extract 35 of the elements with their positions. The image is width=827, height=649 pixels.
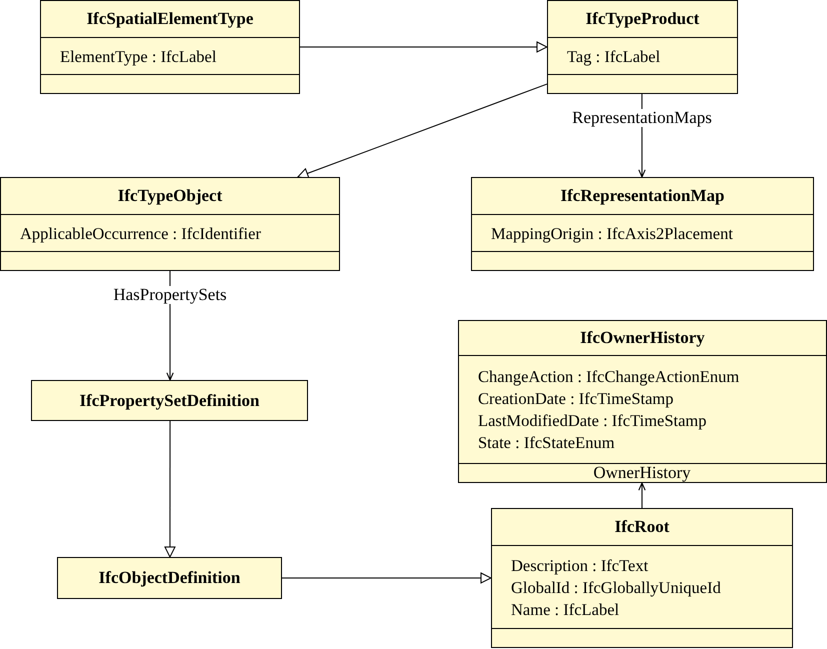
attribute-text: CreationDate : IfcTimeStamp (478, 388, 675, 409)
attribute-text: Name : IfcLabel (511, 598, 620, 620)
attribute-text: ApplicableOccurrence : IfcIdentifier (20, 222, 262, 244)
class-box (0, 177, 340, 271)
arrow (164, 420, 176, 558)
class-box (458, 320, 827, 483)
attribute-text: ElementType : IfcLabel (60, 46, 218, 66)
class-box (40, 0, 300, 94)
class-name: IfcTypeProduct (548, 1, 737, 38)
class-name: IfcOwnerHistory (459, 321, 826, 356)
class-box (471, 177, 814, 271)
class-name: IfcRoot (492, 509, 792, 546)
edge-label: RepresentationMaps (571, 109, 713, 127)
class-name: IfcSpatialElementType (41, 1, 299, 38)
arrow (638, 482, 646, 508)
arrow (300, 42, 548, 52)
class-name: IfcPropertySetDefinition (78, 390, 261, 412)
attribute-text: Description : IfcText (511, 554, 650, 576)
attribute-text: Tag : IfcLabel (567, 46, 662, 66)
class-name: IfcTypeObject (1, 178, 339, 215)
class-box (491, 508, 793, 648)
attribute-text: GlobalId : IfcGloballyUniqueId (511, 576, 722, 598)
edge-label: HasPropertySets (112, 286, 228, 304)
class-name: IfcObjectDefinition (98, 567, 242, 589)
attribute-text: State : IfcStateEnum (478, 432, 616, 453)
arrow (282, 572, 492, 584)
attribute-text: ChangeAction : IfcChangeActionEnum (478, 366, 740, 387)
class-name: IfcRepresentationMap (472, 178, 813, 215)
attribute-text: MappingOrigin : IfcAxis2Placement (491, 222, 734, 244)
edge-label: OwnerHistory (592, 464, 692, 482)
class-box (57, 557, 282, 599)
arrow (297, 84, 548, 179)
class-box (547, 0, 738, 94)
class-box (31, 380, 308, 421)
attribute-text: LastModifiedDate : IfcTimeStamp (478, 410, 708, 431)
